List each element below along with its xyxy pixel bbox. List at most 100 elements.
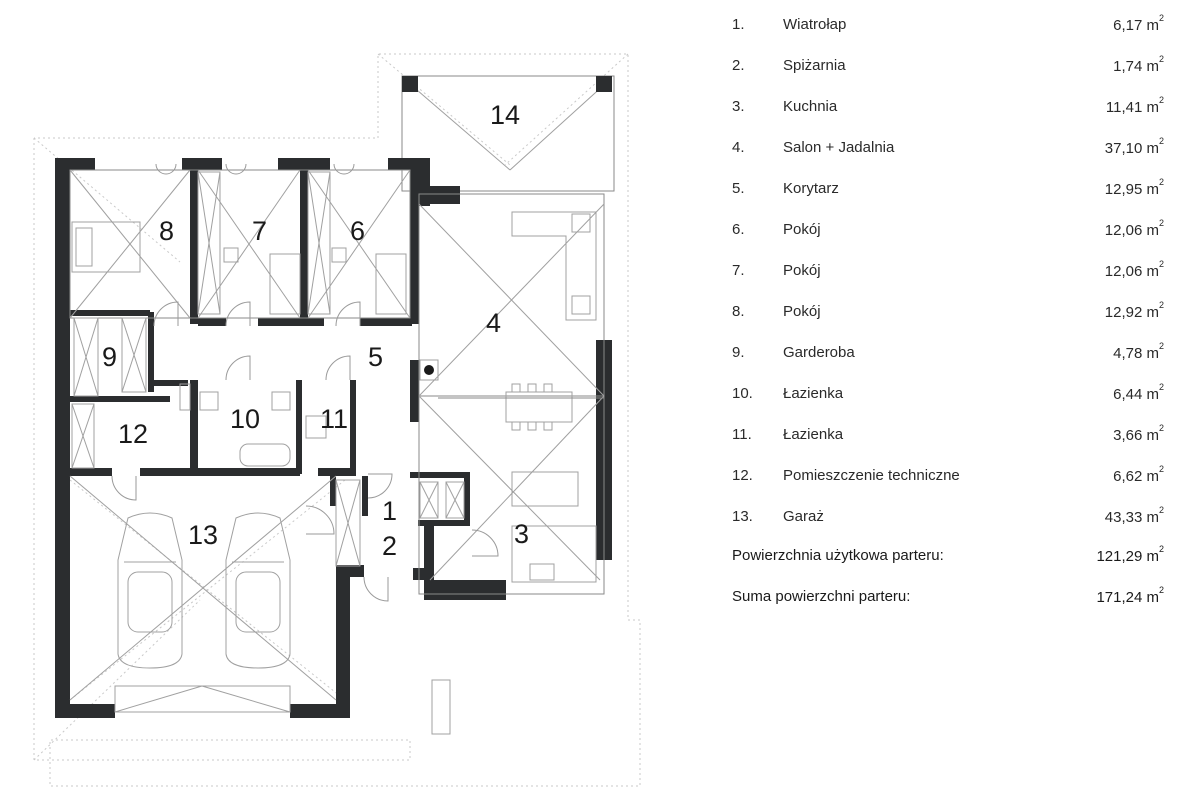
terrace-14: 14 — [401, 75, 615, 192]
room-area: 11,41 m2 — [1105, 95, 1164, 116]
room-row: 4. Salon + Jadalnia 37,10 m2 — [732, 133, 1172, 174]
room-label-12: 12 — [118, 419, 148, 449]
room-area-sup: 2 — [1158, 13, 1164, 23]
room-number: 4. — [732, 139, 745, 156]
room-area-number: 6,62 m — [1113, 468, 1159, 485]
room-area: 6,17 m2 — [1113, 13, 1164, 34]
room-name: Korytarz — [783, 180, 839, 197]
room-name: Spiżarnia — [783, 57, 846, 74]
room-name: Pokój — [783, 262, 821, 279]
total-area-row: Suma powierzchni parteru: 171,24 m2 — [732, 582, 1172, 623]
room-area: 37,10 m2 — [1104, 136, 1164, 157]
room-label-4: 4 — [486, 308, 501, 338]
room-name: Wiatrołap — [783, 16, 847, 33]
room-area-sup: 2 — [1158, 136, 1164, 146]
room-label-14: 14 — [490, 100, 520, 130]
room-name: Łazienka — [783, 385, 844, 402]
room-area: 6,62 m2 — [1113, 464, 1164, 485]
room-area-sup: 2 — [1158, 259, 1164, 269]
room-area-sup: 2 — [1158, 218, 1164, 228]
room-number: 5. — [732, 180, 745, 197]
room-row: 2. Spiżarnia 1,74 m2 — [732, 51, 1172, 92]
room-label-5: 5 — [368, 342, 383, 372]
usable-area-number: 121,29 m — [1096, 548, 1159, 565]
room-area: 12,95 m2 — [1104, 177, 1164, 198]
room-area-number: 12,06 m — [1104, 263, 1159, 280]
room-area-sup: 2 — [1158, 177, 1164, 187]
room-name: Kuchnia — [783, 98, 838, 115]
usable-area-label: Powierzchnia użytkowa parteru: — [732, 547, 944, 564]
floor-plan: 14 — [33, 53, 641, 787]
room-label-8: 8 — [159, 216, 174, 246]
room-outlines — [69, 169, 605, 701]
room-area: 6,44 m2 — [1113, 382, 1164, 403]
room-area: 12,92 m2 — [1104, 300, 1164, 321]
room-area-number: 6,17 m — [1113, 17, 1159, 34]
room-row: 7. Pokój 12,06 m2 — [732, 256, 1172, 297]
room-area-sup: 2 — [1158, 300, 1164, 310]
total-area-value: 171,24 m2 — [1096, 585, 1164, 606]
room-number: 10. — [732, 385, 753, 402]
usable-area-value: 121,29 m2 — [1096, 544, 1164, 565]
room-area-sup: 2 — [1158, 54, 1164, 64]
room-number: 1. — [732, 16, 745, 33]
room-area-number: 6,44 m — [1113, 386, 1159, 403]
room-row: 12. Pomieszczenie techniczne 6,62 m2 — [732, 461, 1172, 502]
total-area-sup: 2 — [1158, 585, 1164, 595]
room-area-number: 3,66 m — [1113, 427, 1159, 444]
room-row: 1. Wiatrołap 6,17 m2 — [732, 10, 1172, 51]
room-area-number: 37,10 m — [1104, 140, 1159, 157]
room-name: Pokój — [783, 303, 821, 320]
room-number: 13. — [732, 508, 753, 525]
room-label-1: 1 — [382, 496, 397, 526]
room-label-7: 7 — [252, 216, 267, 246]
usable-area-sup: 2 — [1158, 544, 1164, 554]
room-row: 9. Garderoba 4,78 m2 — [732, 338, 1172, 379]
room-area-number: 11,41 m — [1105, 99, 1159, 116]
room-area-number: 12,95 m — [1104, 181, 1159, 198]
room-name: Łazienka — [783, 426, 844, 443]
room-number: 9. — [732, 344, 745, 361]
room-number: 8. — [732, 303, 745, 320]
room-row: 13. Garaż 43,33 m2 — [732, 502, 1172, 543]
room-row: 11. Łazienka 3,66 m2 — [732, 420, 1172, 461]
room-row: 5. Korytarz 12,95 m2 — [732, 174, 1172, 215]
total-area-number: 171,24 m — [1096, 589, 1159, 606]
room-area: 4,78 m2 — [1113, 341, 1164, 362]
room-area: 12,06 m2 — [1104, 259, 1164, 280]
room-row: 8. Pokój 12,92 m2 — [732, 297, 1172, 338]
room-area: 43,33 m2 — [1105, 505, 1164, 526]
room-label-6: 6 — [350, 216, 365, 246]
usable-area-row: Powierzchnia użytkowa parteru: 121,29 m2 — [732, 541, 1172, 582]
room-number: 6. — [732, 221, 745, 238]
room-label-13: 13 — [188, 520, 218, 550]
room-area-number: 12,06 m — [1104, 222, 1159, 239]
room-area: 1,74 m2 — [1113, 54, 1164, 75]
room-label-3: 3 — [514, 519, 529, 549]
room-name: Pomieszczenie techniczne — [783, 467, 960, 484]
room-number: 11. — [732, 426, 752, 443]
room-area-sup: 2 — [1158, 423, 1164, 433]
room-area: 3,66 m2 — [1113, 423, 1164, 444]
doors — [111, 163, 499, 602]
furniture — [71, 171, 604, 735]
room-number: 2. — [732, 57, 745, 74]
room-label-11: 11 — [320, 404, 348, 434]
room-area-number: 1,74 m — [1113, 58, 1159, 75]
room-area-sup: 2 — [1158, 382, 1164, 392]
room-label-2: 2 — [382, 531, 397, 561]
room-area-number: 12,92 m — [1104, 304, 1159, 321]
room-area-sup: 2 — [1158, 341, 1164, 351]
room-area: 12,06 m2 — [1104, 218, 1164, 239]
room-name: Salon + Jadalnia — [783, 139, 895, 156]
room-label-10: 10 — [230, 404, 260, 434]
room-name: Garaż — [783, 508, 824, 525]
room-number: 12. — [732, 467, 753, 484]
room-name: Garderoba — [783, 344, 855, 361]
room-area-sup: 2 — [1158, 505, 1164, 515]
room-number: 7. — [732, 262, 745, 279]
